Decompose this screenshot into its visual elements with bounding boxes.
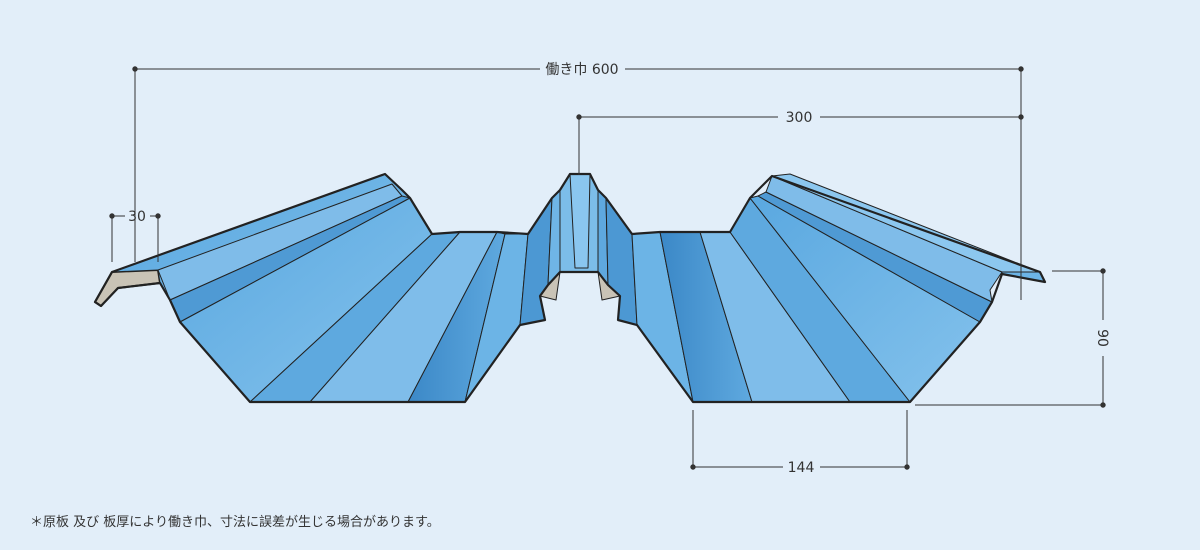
edge-lip-label: 30	[128, 209, 146, 225]
roof-panel	[93, 172, 1047, 404]
working-width-label: 働き巾 600	[545, 62, 618, 78]
height-label: 90	[1094, 329, 1110, 347]
center-rib-right-wall	[605, 197, 638, 326]
dimension-lines	[109, 66, 1106, 470]
pitch-label: 300	[786, 110, 813, 126]
footnote: ＊原板 及び 板厚により働き巾、寸法に誤差が生じる場合があります。	[30, 515, 440, 530]
bottom-flat-label: 144	[788, 460, 815, 476]
panel-outline	[93, 172, 1047, 404]
